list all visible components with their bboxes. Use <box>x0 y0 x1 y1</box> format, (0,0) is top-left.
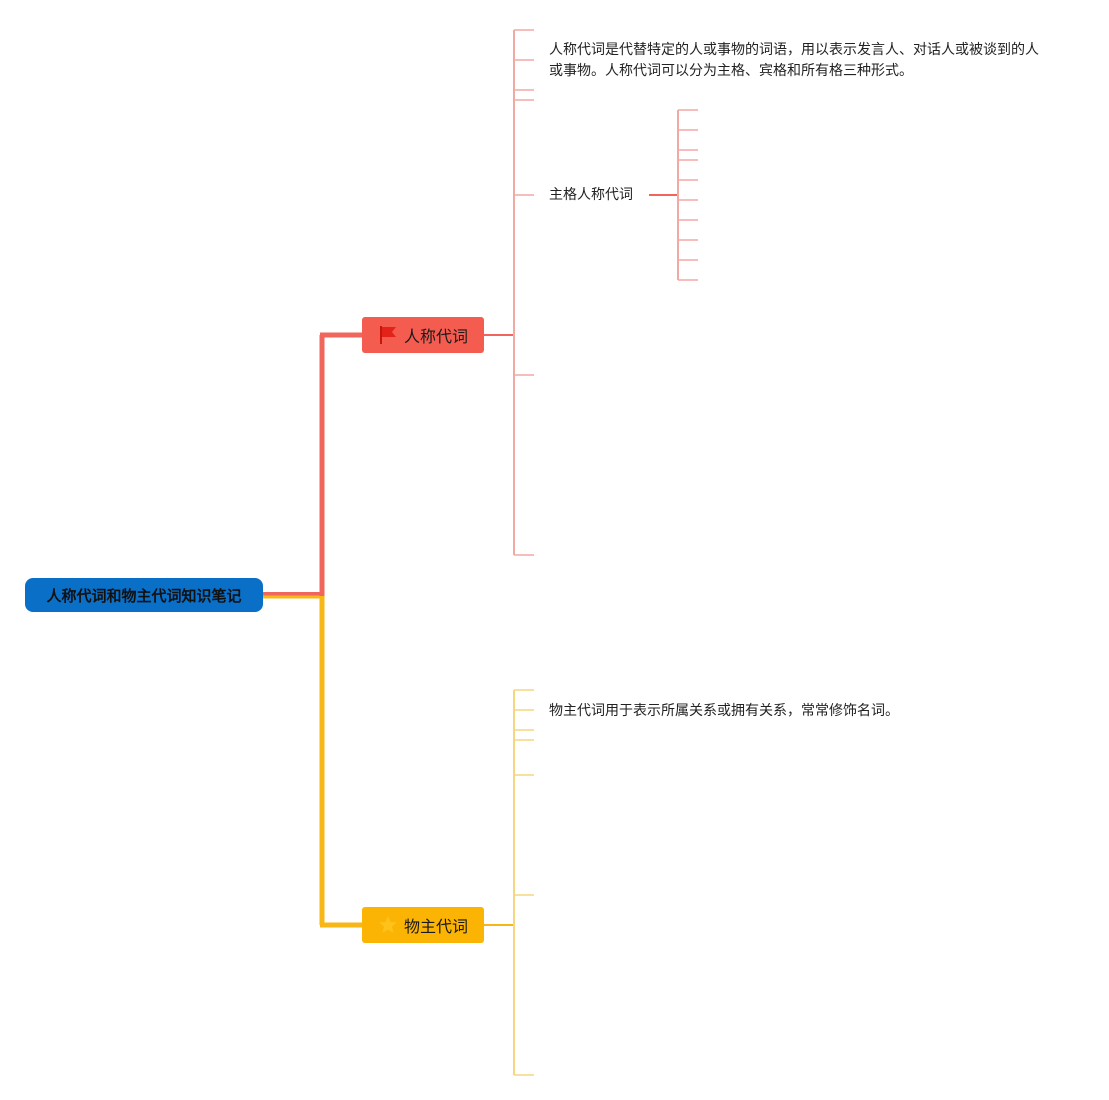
branch-node-personal-pronouns[interactable]: 人称代词 <box>362 317 484 353</box>
star-icon <box>378 916 397 933</box>
branch-label-personal-pronouns: 人称代词 <box>403 327 468 346</box>
possessive-pronoun-description: 物主代词用于表示所属关系或拥有关系，常常修饰名词。 <box>549 703 899 719</box>
flag-icon <box>379 326 396 344</box>
personal-pronoun-description: 人称代词是代替特定的人或事物的词语，用以表示发言人、对话人或被谈到的人或事物。人… <box>549 42 1039 79</box>
subject-pronoun-node[interactable]: 主格人称代词 <box>549 187 633 203</box>
branch-label-possessive-pronouns: 物主代词 <box>403 917 468 936</box>
root-node[interactable]: 人称代词和物主代词知识笔记 <box>25 578 263 612</box>
branch-node-possessive-pronouns[interactable]: 物主代词 <box>362 907 484 943</box>
root-label: 人称代词和物主代词知识笔记 <box>46 586 242 605</box>
